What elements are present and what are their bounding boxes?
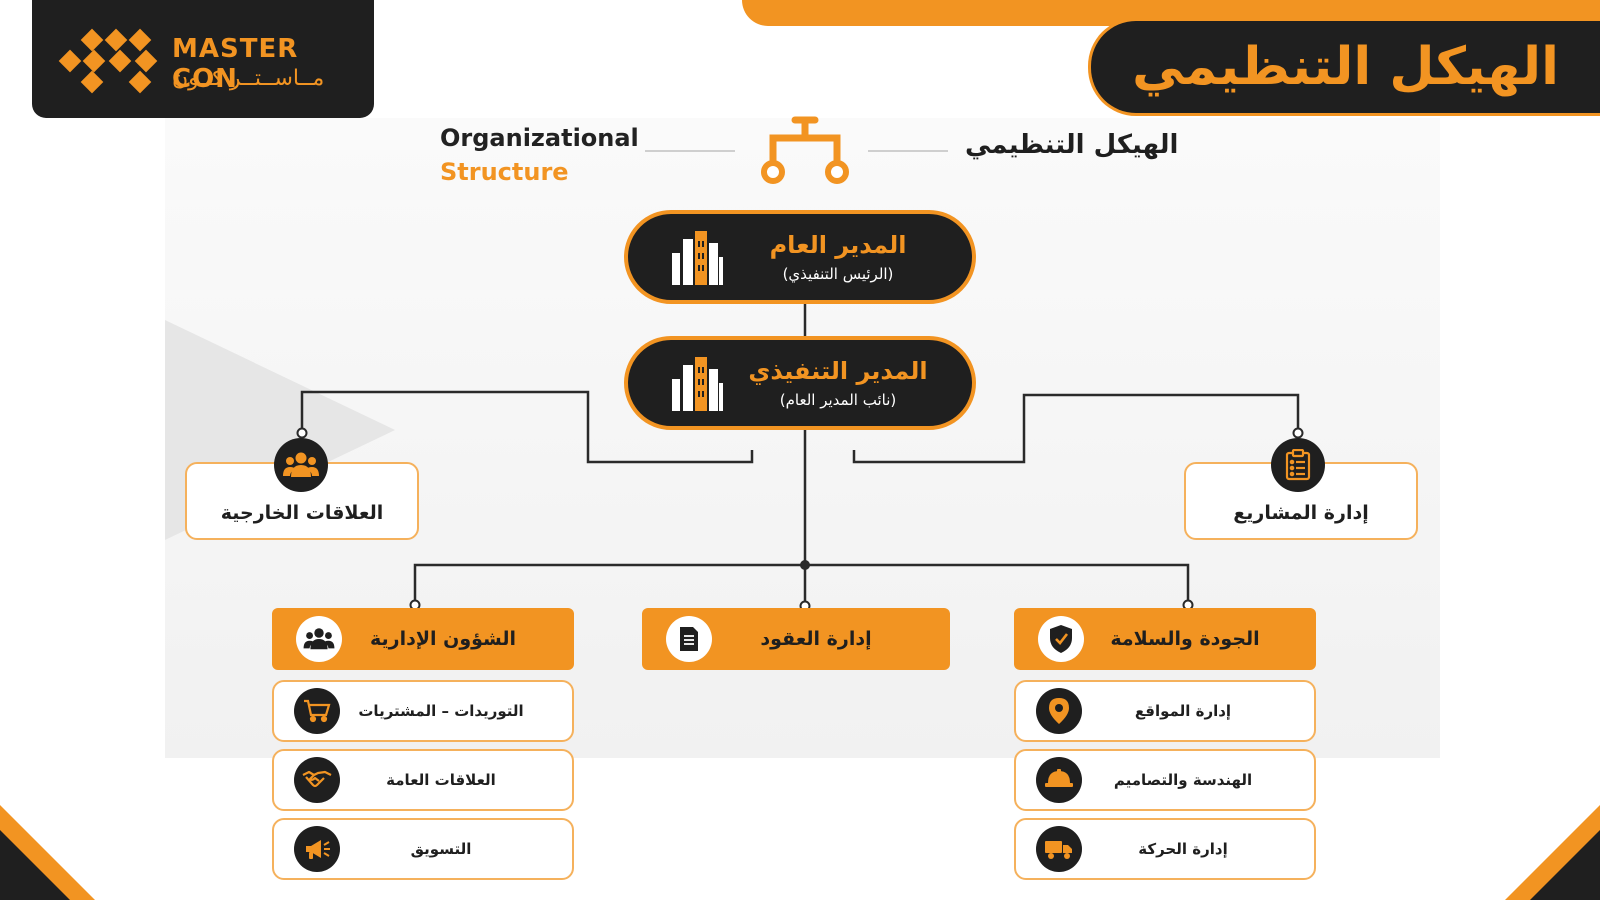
document-icon xyxy=(666,616,712,662)
logo-text-ar: مــاســتــر كــون xyxy=(172,66,325,91)
sub-item-supplies-purchasing: التوريدات – المشتريات xyxy=(272,680,574,742)
external-relations-label: العلاقات الخارجية xyxy=(220,502,384,524)
sub-item-site-management: إدارة المواقع xyxy=(1014,680,1316,742)
supplies-purchasing-label: التوريدات – المشتريات xyxy=(358,702,524,720)
dept-contracts-management: إدارة العقود xyxy=(642,608,950,670)
project-management-label: إدارة المشاريع xyxy=(1233,502,1369,524)
logo-text-en: MASTER CON xyxy=(172,34,299,94)
truck-icon xyxy=(1036,826,1082,872)
quality-safety-label: الجودة والسلامة xyxy=(1110,628,1260,650)
sub-item-marketing: التسويق xyxy=(272,818,574,880)
group-icon xyxy=(274,438,328,492)
buildings-icon xyxy=(672,357,723,411)
handshake-icon xyxy=(294,757,340,803)
traffic-management-label: إدارة الحركة xyxy=(1138,840,1228,858)
administrative-affairs-label: الشؤون الإدارية xyxy=(369,628,517,650)
megaphone-icon xyxy=(294,826,340,872)
executive-manager-subtitle: (نائب المدير العام) xyxy=(779,391,897,409)
location-pin-icon xyxy=(1036,688,1082,734)
dept-quality-safety: الجودة والسلامة xyxy=(1014,608,1316,670)
subtitle-en-line1: Organizational xyxy=(440,124,639,152)
page-title: الهيكل التنظيمي xyxy=(1132,37,1559,97)
subtitle-divider-left xyxy=(645,150,735,152)
sub-item-traffic-management: إدارة الحركة xyxy=(1014,818,1316,880)
logo-diamonds-icon xyxy=(58,28,158,94)
node-general-manager: المدير العام (الرئيس التنفيذي) xyxy=(624,210,976,304)
hard-hat-icon xyxy=(1036,757,1082,803)
general-manager-title: المدير العام xyxy=(769,231,907,259)
corner-accent-left-dark xyxy=(0,830,70,900)
sub-item-engineering-design: الهندسة والتصاميم xyxy=(1014,749,1316,811)
corner-accent-right-dark xyxy=(1530,830,1600,900)
sub-item-public-relations: العلاقات العامة xyxy=(272,749,574,811)
marketing-label: التسويق xyxy=(410,840,472,858)
executive-manager-title: المدير التنفيذي xyxy=(748,357,928,385)
shield-check-icon xyxy=(1038,616,1084,662)
title-banner: الهيكل التنظيمي xyxy=(1088,18,1600,116)
contracts-management-label: إدارة العقود xyxy=(760,628,872,650)
logo: MASTER CON مــاســتــر كــون xyxy=(32,0,374,118)
subtitle-divider-right xyxy=(868,150,948,152)
hierarchy-icon xyxy=(761,116,849,184)
subtitle-ar: الهيكل التنظيمي xyxy=(965,130,1179,160)
public-relations-label: العلاقات العامة xyxy=(386,771,496,789)
site-management-label: إدارة المواقع xyxy=(1134,702,1232,720)
dept-administrative-affairs: الشؤون الإدارية xyxy=(272,608,574,670)
group-icon xyxy=(296,616,342,662)
buildings-icon xyxy=(672,231,723,285)
clipboard-icon xyxy=(1271,438,1325,492)
cart-icon xyxy=(294,688,340,734)
subtitle-en-line2: Structure xyxy=(440,158,569,186)
general-manager-subtitle: (الرئيس التنفيذي) xyxy=(782,265,894,283)
engineering-design-label: الهندسة والتصاميم xyxy=(1113,771,1253,789)
node-executive-manager: المدير التنفيذي (نائب المدير العام) xyxy=(624,336,976,430)
